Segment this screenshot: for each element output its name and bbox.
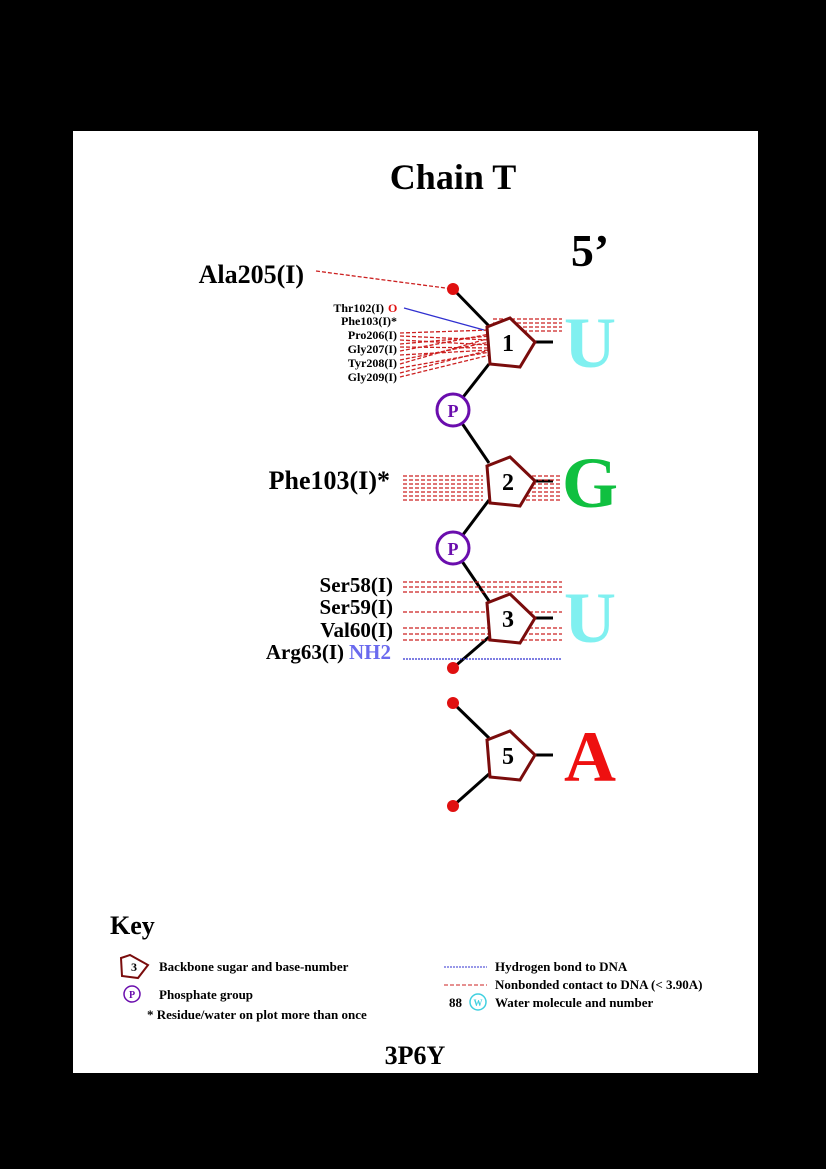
pdb-id: 3P6Y xyxy=(385,1041,446,1070)
diagram-panel xyxy=(73,131,758,1073)
key-nonbonded-label: Nonbonded contact to DNA (< 3.90A) xyxy=(495,977,702,992)
sugar-2: 2 xyxy=(485,455,537,508)
base-letter-2: G xyxy=(562,443,618,523)
residue-label: Val60(I) xyxy=(320,618,393,642)
sugar-number: 1 xyxy=(502,331,514,357)
strand-end-label: 5’ xyxy=(571,225,609,276)
residue-label: Phe103(I)* xyxy=(341,314,397,328)
key-sugar-number: 3 xyxy=(131,960,137,974)
key-water-number: 88 xyxy=(449,995,463,1010)
page-title: Chain T xyxy=(390,157,516,197)
base-letter-5: A xyxy=(564,717,616,797)
sugar-3: 3 xyxy=(485,592,537,645)
key-phosphate-icon xyxy=(123,985,141,1003)
key-sugar-icon xyxy=(119,953,150,980)
residue-label: Arg63(I) xyxy=(266,640,344,664)
phosphate-2: P xyxy=(435,530,471,566)
contacts-nuc2 xyxy=(403,475,562,501)
residue-label: Thr102(I) xyxy=(333,301,384,315)
svg-text:P: P xyxy=(129,990,135,1001)
key-sugar-label: Backbone sugar and base-number xyxy=(159,959,349,974)
residue-label: Tyr208(I) xyxy=(348,356,397,370)
contacts-nuc1 xyxy=(315,270,562,378)
key-heading: Key xyxy=(110,911,155,940)
residue-label: Ala205(I) xyxy=(199,260,304,289)
key-repeat-label: * Residue/water on plot more than once xyxy=(147,1007,367,1022)
atom-label: O xyxy=(388,301,397,315)
contacts-nuc3 xyxy=(403,581,562,641)
sugar-number: 3 xyxy=(502,607,514,633)
phosphate-1: P xyxy=(435,392,471,428)
sugar-1: 1 xyxy=(485,316,537,369)
residue-label: Gly209(I) xyxy=(348,370,397,384)
terminal-atoms xyxy=(447,283,459,812)
atom-label: NH2 xyxy=(349,640,391,664)
residue-label: Pro206(I) xyxy=(348,328,397,342)
base-letter-1: U xyxy=(564,303,616,383)
hbond-nuc1 xyxy=(403,307,485,331)
key-phosphate-label: Phosphate group xyxy=(159,987,253,1002)
key: Key 3 Backbone sugar and base-number P P… xyxy=(110,911,702,1022)
base-letter-3: U xyxy=(564,578,616,658)
svg-text:P: P xyxy=(448,401,459,421)
residue-label: Ser58(I) xyxy=(320,573,393,597)
residue-label: Gly207(I) xyxy=(348,342,397,356)
svg-text:P: P xyxy=(448,539,459,559)
sugar-5: 5 xyxy=(485,729,537,782)
svg-text:W: W xyxy=(474,998,483,1008)
key-water-icon xyxy=(469,993,487,1011)
key-water-label: Water molecule and number xyxy=(495,995,654,1010)
residue-label: Phe103(I)* xyxy=(269,466,390,495)
residue-label: Ser59(I) xyxy=(320,595,393,619)
key-hbond-label: Hydrogen bond to DNA xyxy=(495,959,628,974)
sugar-number: 5 xyxy=(502,744,514,770)
sugar-number: 2 xyxy=(502,470,514,496)
